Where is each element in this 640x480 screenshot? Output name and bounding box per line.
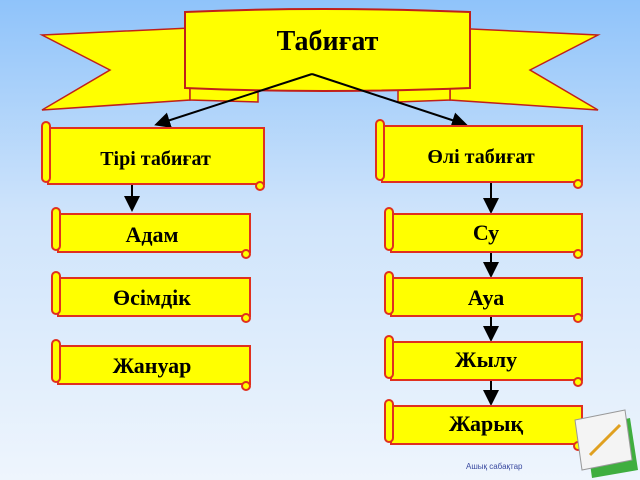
scroll-zhanuar [51, 339, 251, 391]
item-su: Су [472, 220, 500, 245]
scroll-zharyk [384, 399, 583, 451]
branch-nonliving: Өлі табиғат [427, 146, 535, 168]
item-zhanuar: Жануар [112, 353, 192, 378]
footer-text: Ашық сабақтар [466, 462, 523, 471]
item-zharyk: Жарық [448, 411, 524, 436]
scroll-osimdik [51, 271, 251, 323]
scroll-boxes [41, 119, 583, 451]
item-osimdik: Өсімдік [113, 285, 191, 310]
item-zhylu: Жылу [454, 347, 518, 372]
connectors [124, 73, 499, 406]
item-aua: Ауа [467, 285, 505, 310]
scroll-aua [384, 271, 583, 323]
scroll-adam [51, 207, 251, 259]
title-banner [39, 8, 601, 111]
title: Табиғат [276, 26, 379, 57]
branch-living: Тірі табиғат [100, 148, 211, 170]
scroll-living [41, 121, 265, 191]
scroll-nonliving [375, 119, 583, 189]
scroll-zhylu [384, 335, 583, 387]
item-adam: Адам [125, 222, 179, 247]
scroll-su [384, 207, 583, 259]
